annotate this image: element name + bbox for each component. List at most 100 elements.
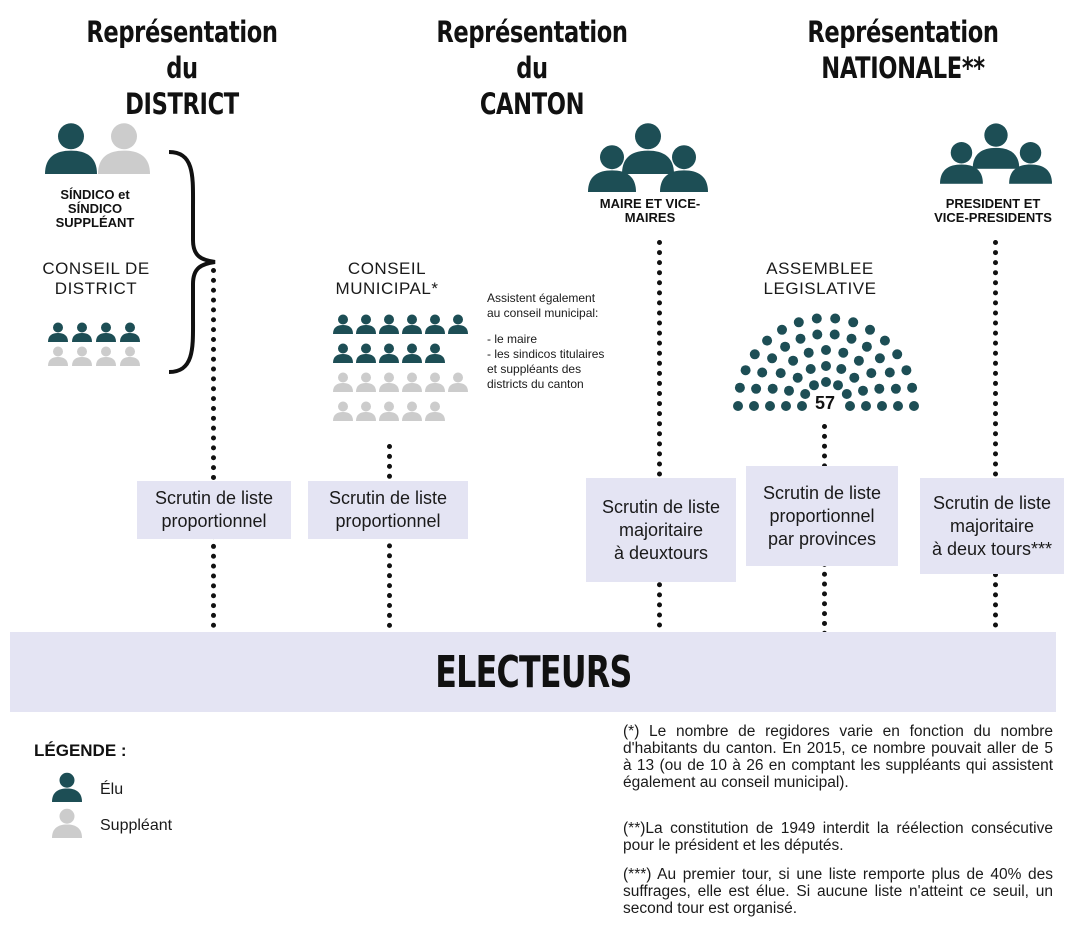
- seat-dot: [877, 401, 887, 411]
- person-icon: [425, 372, 445, 392]
- note-line6: districts du canton: [487, 377, 584, 391]
- person-icon: [448, 372, 468, 392]
- national-header-line2: NATIONALE**: [821, 51, 985, 85]
- person-icon: [379, 372, 399, 392]
- seat-dot: [861, 401, 871, 411]
- seat-dot: [762, 335, 773, 346]
- assembly-label: ASSEMBLEE LEGISLATIVE: [745, 259, 895, 299]
- electeurs-label: ELECTEURS: [434, 646, 632, 698]
- person-icon: [72, 322, 92, 342]
- sindico-elected-icon: [45, 122, 97, 174]
- person-icon: [333, 343, 353, 363]
- assembly-ballot-line1: Scrutin de liste: [762, 482, 882, 503]
- legend-elected-label: Élu: [100, 781, 124, 798]
- municipal-ballot-line2: proportionnel: [335, 511, 441, 531]
- seat-dot: [749, 401, 759, 411]
- assembly-label-line2: LEGISLATIVE: [763, 279, 877, 298]
- president-ballot-line2: majoritaire: [949, 515, 1034, 536]
- person-icon: [448, 314, 468, 334]
- president-label-line1: PRESIDENT ET: [945, 196, 1041, 211]
- municipal-ballot-line1: Scrutin de liste: [328, 488, 448, 508]
- seat-dot: [780, 341, 791, 352]
- maire-label-line1: MAIRE ET VICE-: [599, 196, 701, 211]
- seat-dot: [830, 313, 841, 324]
- legend-elected-icon: [52, 772, 82, 802]
- seat-dot: [848, 317, 859, 328]
- canton-header-line2: CANTON: [479, 87, 585, 121]
- national-header-line1: Représentation: [807, 15, 999, 49]
- canton-header-line1: Représentation du: [436, 15, 628, 85]
- person-icon: [402, 314, 422, 334]
- seat-dot: [892, 349, 903, 360]
- seat-dot: [874, 383, 885, 394]
- conseil-district-label: CONSEIL DE DISTRICT: [14, 259, 178, 299]
- seat-dot: [767, 353, 778, 364]
- note-line3: - le maire: [487, 332, 538, 346]
- seat-dot: [841, 389, 852, 399]
- assembly-seat-count: 57: [814, 393, 836, 413]
- seat-dot: [879, 335, 890, 346]
- conseil-municipal-label: CONSEIL MUNICIPAL*: [312, 259, 462, 299]
- district-header-line2: DISTRICT: [125, 87, 239, 121]
- person-icon: [333, 401, 353, 421]
- person-icon: [379, 314, 399, 334]
- person-icon: [120, 322, 140, 342]
- canton-header: Représentation du CANTON: [431, 14, 634, 122]
- seat-dot: [800, 389, 811, 399]
- person-icon: [402, 372, 422, 392]
- president-group-icon: [940, 123, 1052, 184]
- seat-dot: [792, 372, 803, 383]
- sindico-label-line1: SÍNDICO et: [60, 187, 130, 202]
- sindico-label-line3: SUPPLÉANT: [55, 215, 135, 230]
- footnote-one: (*) Le nombre de regidores varie en fonc…: [623, 723, 1053, 791]
- sindico-substitute-icon: [98, 122, 150, 174]
- seat-dot: [821, 361, 831, 371]
- district-council-icons: [48, 322, 148, 384]
- seat-dot: [845, 401, 855, 411]
- seat-dot: [734, 382, 745, 393]
- maire-label-line2: MAIRES: [624, 210, 676, 225]
- seat-dot: [846, 333, 857, 344]
- district-header: Représentation du DISTRICT: [81, 14, 284, 122]
- seat-dot: [858, 385, 868, 396]
- conseil-municipal-line2: MUNICIPAL*: [335, 279, 439, 298]
- president-ballot-box: Scrutin de liste majoritaire à deux tour…: [920, 478, 1064, 574]
- person-icon: [48, 346, 68, 366]
- seat-dot: [829, 329, 840, 340]
- district-ballot-box: Scrutin de liste proportionnel: [137, 481, 291, 539]
- municipal-ballot-box: Scrutin de liste proportionnel: [308, 481, 468, 539]
- sindico-label-line2: SÍNDICO: [67, 201, 123, 216]
- district-ballot-line2: proportionnel: [161, 511, 267, 531]
- conseil-district-line2: DISTRICT: [54, 279, 138, 298]
- sindico-label: SÍNDICO et SÍNDICO SUPPLÉANT: [30, 188, 160, 230]
- conseil-municipal-line1: CONSEIL: [347, 259, 427, 278]
- district-brace-icon: [168, 150, 216, 374]
- person-icon: [333, 372, 353, 392]
- seat-dot: [781, 401, 791, 411]
- seat-dot: [740, 365, 751, 376]
- assembly-hemicycle-icon: [733, 313, 919, 411]
- electeurs-band: ELECTEURS: [10, 632, 1056, 712]
- seat-dot: [788, 355, 799, 366]
- person-icon: [356, 401, 376, 421]
- note-line2: au conseil municipal:: [487, 306, 599, 320]
- assembly-label-line1: ASSEMBLEE: [766, 259, 874, 278]
- seat-dot: [795, 333, 806, 344]
- assembly-ballot-line2: proportionnel: [769, 505, 875, 526]
- seat-dot: [890, 383, 901, 394]
- seat-dot: [777, 324, 787, 335]
- conseil-district-line1: CONSEIL DE: [42, 259, 150, 278]
- person-icon: [333, 314, 353, 334]
- footnote-three: (***) Au premier tour, si une liste remp…: [623, 866, 1053, 917]
- maire-ballot-line1: Scrutin de liste: [601, 496, 721, 517]
- seat-dot: [751, 383, 762, 394]
- person-icon: [48, 322, 68, 342]
- seat-dot: [836, 364, 847, 374]
- district-dotted-line: [211, 268, 216, 638]
- person-icon: [425, 401, 445, 421]
- person-icon: [356, 314, 376, 334]
- seat-dot: [853, 355, 864, 366]
- president-ballot-line1: Scrutin de liste: [932, 492, 1052, 513]
- seat-dot: [861, 341, 872, 352]
- president-ballot-line3: à deux tours***: [931, 538, 1053, 559]
